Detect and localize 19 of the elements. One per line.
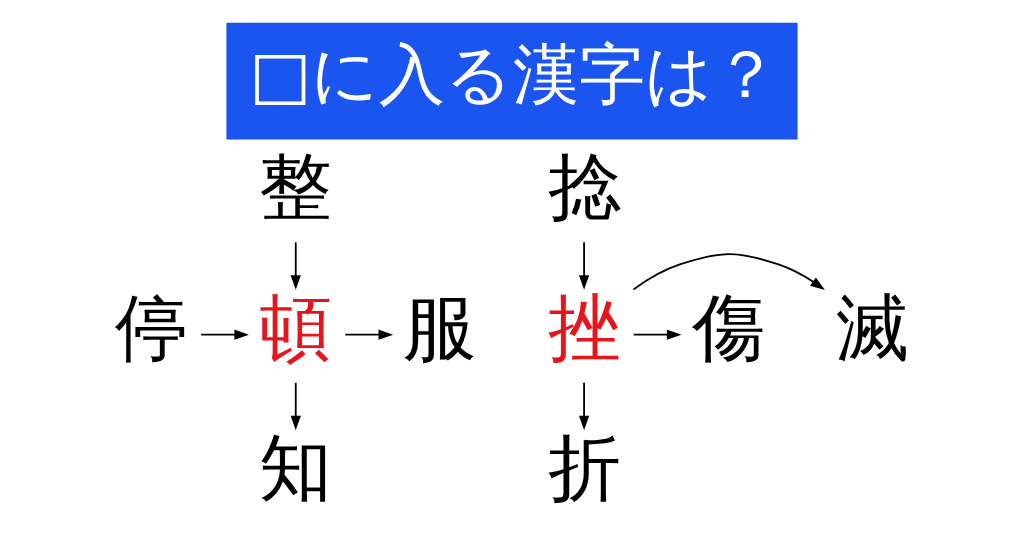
node-text: 捻 bbox=[547, 144, 621, 230]
arrow bbox=[632, 253, 825, 291]
arrow bbox=[290, 381, 301, 431]
node-text: 折 bbox=[547, 425, 621, 511]
node-text: 服 bbox=[403, 284, 477, 370]
node-text: 停 bbox=[115, 284, 189, 370]
arrow bbox=[578, 241, 590, 290]
node-text: 挫 bbox=[547, 284, 621, 370]
node-text: 頓 bbox=[259, 284, 333, 370]
node-text: 整 bbox=[259, 144, 333, 230]
arrow bbox=[578, 381, 590, 431]
arrow bbox=[290, 241, 301, 290]
node-text: 知 bbox=[259, 425, 333, 511]
node-text: 滅 bbox=[835, 284, 909, 370]
arrow bbox=[344, 329, 394, 340]
node-text: 傷 bbox=[691, 284, 765, 370]
diagram-title: □に入る漢字は？ bbox=[249, 36, 780, 113]
arrow bbox=[632, 329, 682, 340]
arrow bbox=[200, 329, 249, 340]
